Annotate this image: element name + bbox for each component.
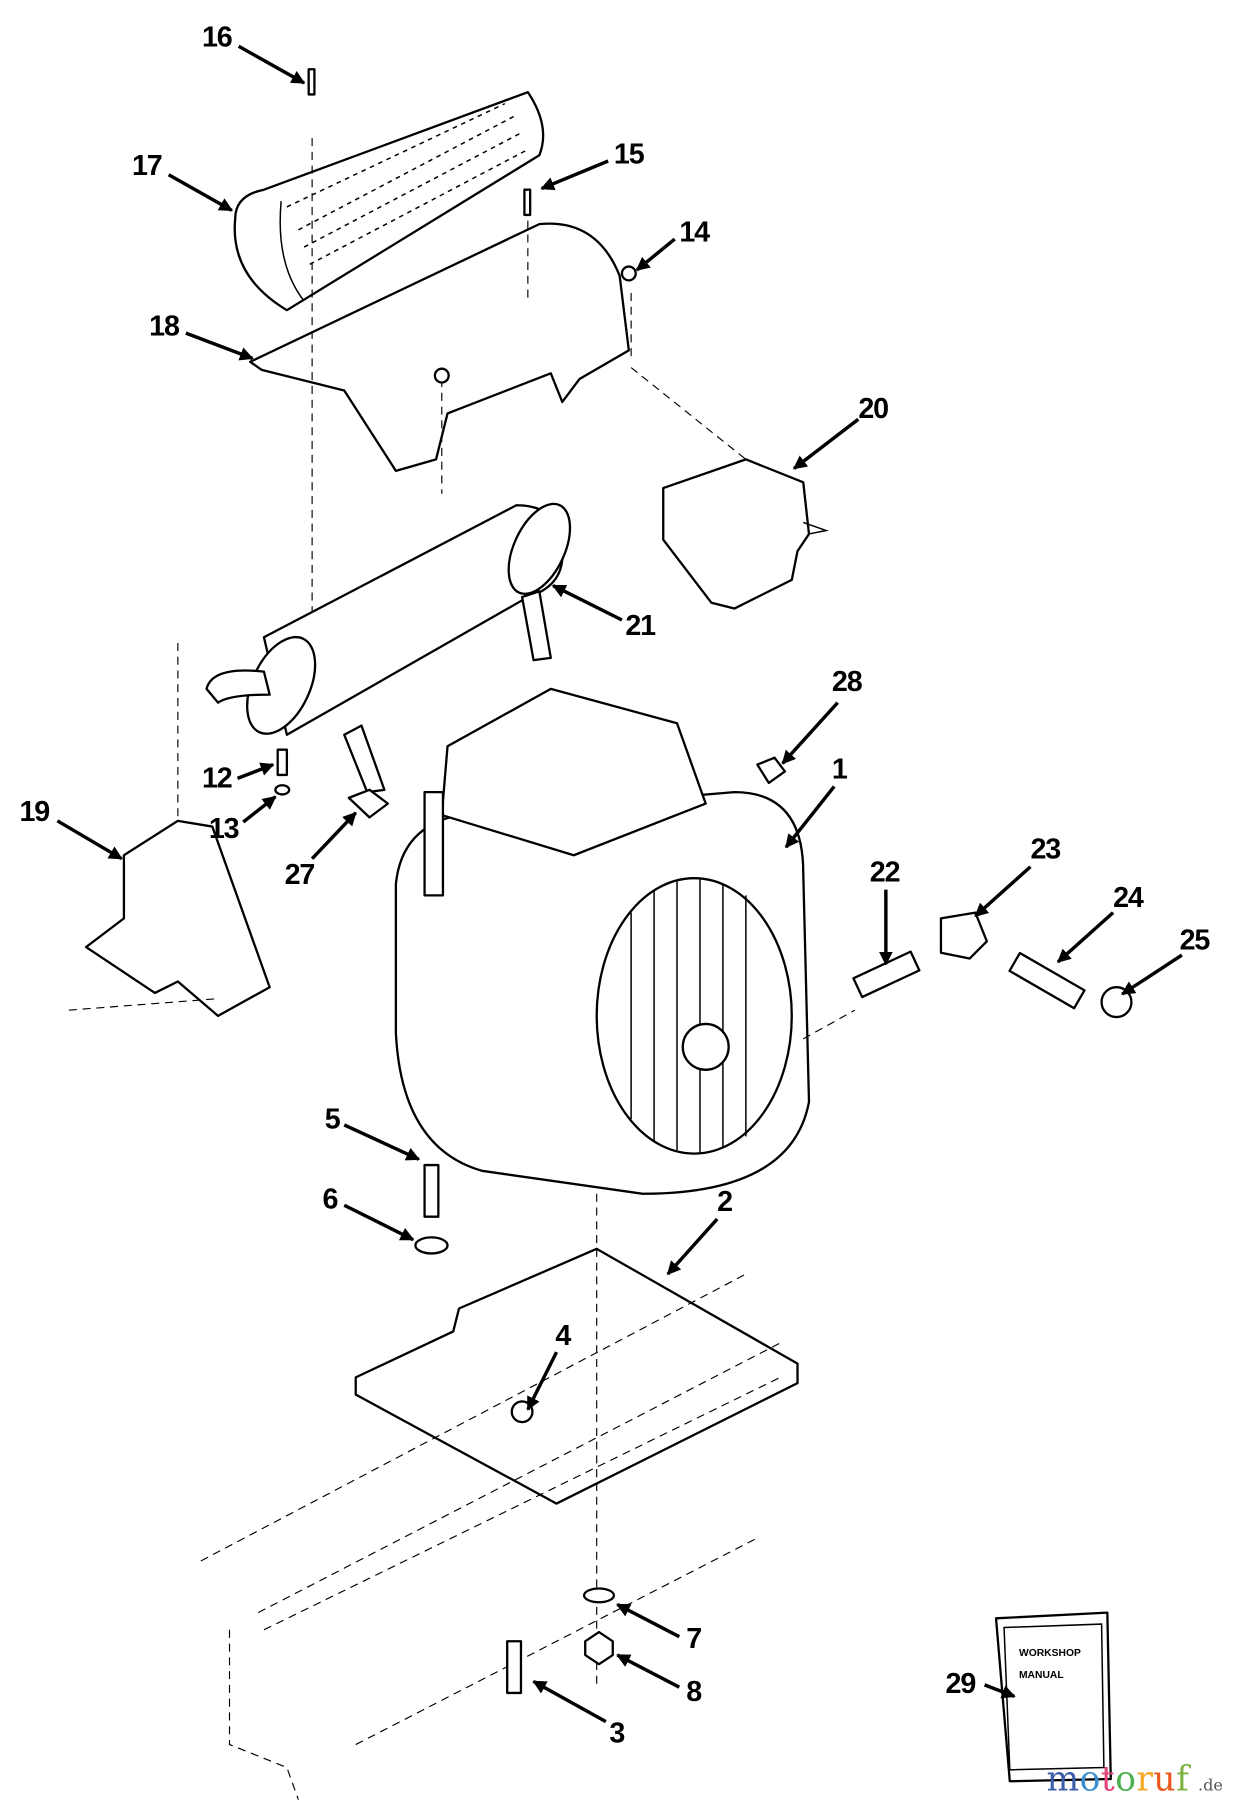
watermark-letter: r (1136, 1759, 1153, 1799)
watermark-letter: o (1115, 1759, 1136, 1799)
watermark-letter: m (1047, 1759, 1080, 1799)
callout-12: 12 (202, 763, 275, 795)
svg-text:6: 6 (322, 1184, 337, 1216)
manual-title-line2: MANUAL (1019, 1670, 1064, 1681)
svg-text:18: 18 (149, 310, 180, 342)
callout-29: 29 (946, 1668, 1016, 1700)
screw-16 (307, 68, 316, 96)
callouts: 16 17 15 14 18 20 21 28 1 12 13 19 27 22… (20, 21, 1212, 1749)
svg-text:15: 15 (614, 138, 645, 170)
callout-22: 22 (870, 857, 901, 966)
watermark-letter: f (1176, 1759, 1191, 1799)
washer-13 (274, 784, 291, 796)
washer-6 (414, 1236, 449, 1255)
callout-4: 4 (526, 1320, 573, 1411)
svg-text:28: 28 (832, 666, 863, 698)
svg-text:14: 14 (679, 216, 710, 248)
svg-text:12: 12 (202, 763, 232, 795)
exhaust-shield (249, 222, 630, 472)
callout-13: 13 (209, 795, 277, 845)
bolt-12 (276, 748, 289, 777)
svg-text:5: 5 (325, 1103, 341, 1135)
washer-7 (582, 1587, 616, 1604)
callout-20: 20 (792, 393, 889, 470)
callout-6: 6 (322, 1184, 415, 1242)
watermark-letter: t (1101, 1759, 1115, 1799)
manual-title-line1: WORKSHOP (1019, 1648, 1081, 1659)
callout-21: 21 (551, 584, 657, 642)
callout-28: 28 (781, 666, 864, 765)
svg-text:3: 3 (609, 1717, 624, 1749)
svg-text:19: 19 (20, 796, 50, 828)
svg-text:motoruf: motoruf (1047, 1759, 1192, 1799)
screw-15 (523, 188, 532, 217)
callout-8: 8 (616, 1653, 703, 1708)
callout-23: 23 (974, 834, 1061, 918)
callout-27: 27 (285, 811, 357, 891)
svg-text:17: 17 (132, 150, 162, 182)
elbow-23 (939, 911, 988, 960)
muffler-bracket (84, 819, 271, 1018)
svg-text:22: 22 (870, 857, 900, 889)
svg-text:20: 20 (858, 393, 888, 425)
engine (394, 687, 811, 1195)
watermark-letter: u (1153, 1759, 1175, 1799)
svg-text:23: 23 (1030, 834, 1060, 866)
callout-18: 18 (149, 310, 254, 361)
svg-text:4: 4 (555, 1320, 571, 1352)
muffler (205, 502, 572, 794)
pipe-24 (1008, 951, 1086, 1010)
svg-text:7: 7 (686, 1623, 701, 1655)
svg-text:27: 27 (285, 859, 315, 891)
callout-24: 24 (1056, 882, 1145, 964)
bolt-5 (423, 1163, 440, 1218)
callout-19: 19 (20, 796, 123, 861)
svg-text:2: 2 (717, 1186, 732, 1218)
bolt-3 (506, 1640, 523, 1695)
callout-25: 25 (1121, 924, 1212, 996)
motoruf-watermark-logo: motoruf .de (1047, 1759, 1223, 1799)
callout-16: 16 (202, 21, 306, 85)
callout-3: 3 (532, 1679, 625, 1749)
callout-17: 17 (132, 150, 233, 212)
svg-text:21: 21 (625, 610, 656, 642)
callout-15: 15 (540, 138, 646, 191)
callout-1: 1 (784, 753, 849, 849)
svg-text:25: 25 (1180, 924, 1211, 956)
svg-text:24: 24 (1113, 882, 1144, 914)
callout-2: 2 (666, 1186, 733, 1276)
watermark-suffix: .de (1198, 1775, 1223, 1794)
screw-18b (433, 367, 450, 384)
nut-8 (584, 1630, 614, 1666)
screw-14 (620, 265, 637, 282)
svg-text:29: 29 (946, 1668, 976, 1700)
callout-14: 14 (635, 216, 711, 272)
workshop-manual: WORKSHOP MANUAL (994, 1611, 1112, 1783)
svg-text:1: 1 (832, 753, 848, 785)
muffler-end-cover (662, 458, 811, 610)
gasket-27 (347, 788, 390, 819)
callout-5: 5 (325, 1103, 421, 1161)
svg-text:8: 8 (686, 1676, 702, 1708)
svg-text:16: 16 (202, 21, 232, 53)
callout-7: 7 (616, 1603, 702, 1655)
svg-text:13: 13 (209, 813, 239, 845)
tractor-frame (200, 1273, 781, 1800)
watermark-letter: o (1080, 1759, 1101, 1799)
engine-mounting-plate (354, 1247, 799, 1505)
